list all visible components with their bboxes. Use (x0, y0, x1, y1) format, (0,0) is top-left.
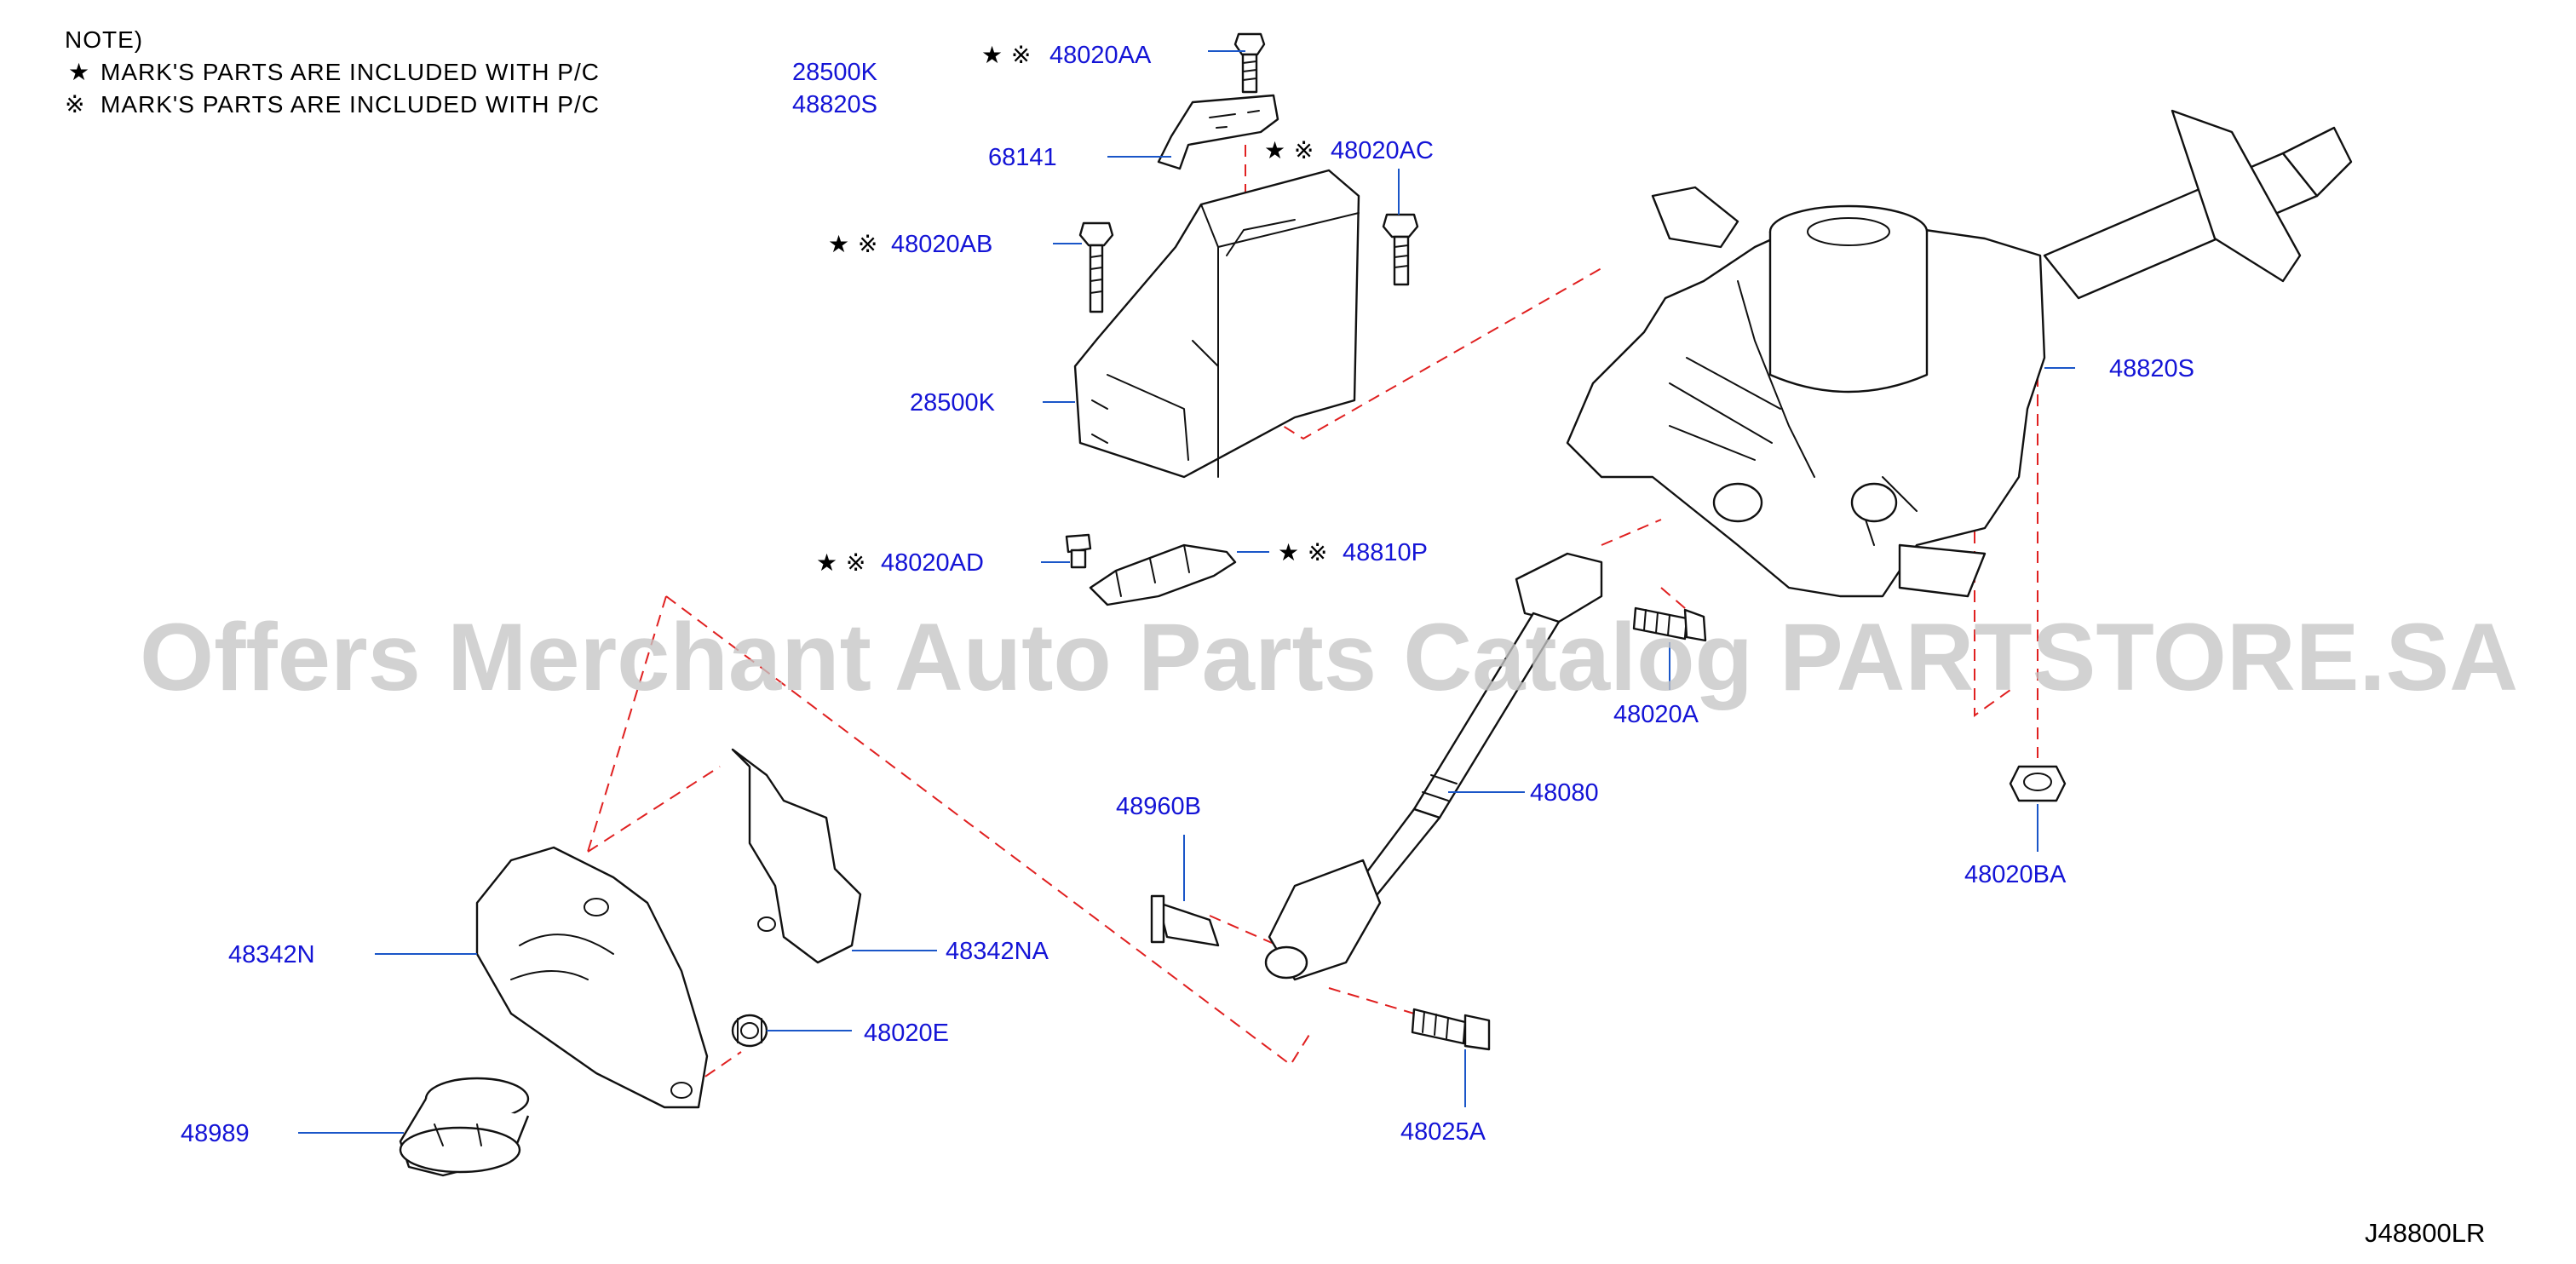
watermark-text: Offers Merchant Auto Parts Catalog PARTS… (140, 604, 2518, 710)
callout-48820S[interactable]: 48820S (2109, 355, 2194, 382)
upper-cover-48342NA-icon[interactable] (731, 748, 862, 964)
callout-48020A[interactable]: 48020A (1613, 701, 1699, 728)
notes-heading: NOTE) (65, 26, 143, 53)
callout-48020E[interactable]: 48020E (864, 1020, 949, 1047)
bolt-48020AB-icon[interactable] (1078, 221, 1114, 313)
diagram-code: J48800LR (2365, 1218, 2485, 1248)
nut-48020BA-icon[interactable] (2009, 765, 2067, 802)
bracket-48810P-icon[interactable] (1089, 543, 1237, 606)
star-mark-icon: ★ (68, 59, 90, 85)
note-line-2-text: MARK'S PARTS ARE INCLUDED WITH P/C (101, 91, 600, 118)
callout-48025A[interactable]: 48025A (1400, 1118, 1486, 1146)
kome-mark-icon: ※ (65, 91, 85, 118)
callout-48020AD-marks: ★ ※ (816, 549, 866, 576)
callout-48020AD[interactable]: 48020AD (881, 549, 984, 577)
callout-48342NA[interactable]: 48342NA (946, 938, 1049, 965)
seal-48960B-icon[interactable] (1150, 894, 1220, 947)
control-module-28500K-icon[interactable] (1073, 169, 1360, 479)
note-line-1-ref[interactable]: 28500K (792, 59, 878, 86)
grommet-48020E-icon[interactable] (731, 1014, 768, 1048)
callout-48989[interactable]: 48989 (181, 1120, 250, 1147)
bolt-48020A-icon[interactable] (1632, 606, 1707, 642)
callout-48810P-marks: ★ ※ (1278, 539, 1328, 566)
callout-48020AC-marks: ★ ※ (1264, 137, 1314, 164)
callout-48020AB-marks: ★ ※ (828, 231, 878, 257)
leader-lines (298, 50, 2075, 1134)
bolt-48025A-icon[interactable] (1411, 1008, 1491, 1051)
callout-48020AA[interactable]: 48020AA (1049, 42, 1152, 69)
intermediate-shaft-48080-icon[interactable] (1264, 552, 1603, 981)
callouts: ★ ※ 48020AA 68141 ★ ※ 48020AC ★ ※ 48020A… (181, 42, 2194, 1147)
note-line-2-ref[interactable]: 48820S (792, 91, 877, 118)
bolt-48020AA-icon[interactable] (1233, 32, 1266, 94)
bolt-48020AD-icon[interactable] (1065, 533, 1092, 569)
callout-48020BA[interactable]: 48020BA (1964, 861, 2067, 888)
lower-cover-48342N-icon[interactable] (475, 846, 709, 1109)
callout-48080[interactable]: 48080 (1530, 779, 1599, 807)
callout-48810P[interactable]: 48810P (1343, 539, 1428, 566)
bolt-48020AC-icon[interactable] (1382, 213, 1419, 286)
callout-48020AA-marks: ★ ※ (981, 42, 1032, 68)
boot-48989-icon[interactable] (399, 1077, 530, 1177)
callout-48020AB[interactable]: 48020AB (891, 231, 992, 258)
note-line-1-text: MARK'S PARTS ARE INCLUDED WITH P/C (101, 59, 600, 85)
callout-28500K[interactable]: 28500K (910, 389, 996, 417)
callout-48960B[interactable]: 48960B (1116, 793, 1201, 820)
callout-48020AC[interactable]: 48020AC (1331, 137, 1434, 164)
steering-column-48820S-icon[interactable] (1566, 109, 2353, 598)
callout-48342N[interactable]: 48342N (228, 941, 315, 968)
notes-block: NOTE) ★ MARK'S PARTS ARE INCLUDED WITH P… (65, 26, 878, 118)
callout-68141[interactable]: 68141 (988, 144, 1057, 171)
bracket-68141-icon[interactable] (1157, 94, 1279, 170)
